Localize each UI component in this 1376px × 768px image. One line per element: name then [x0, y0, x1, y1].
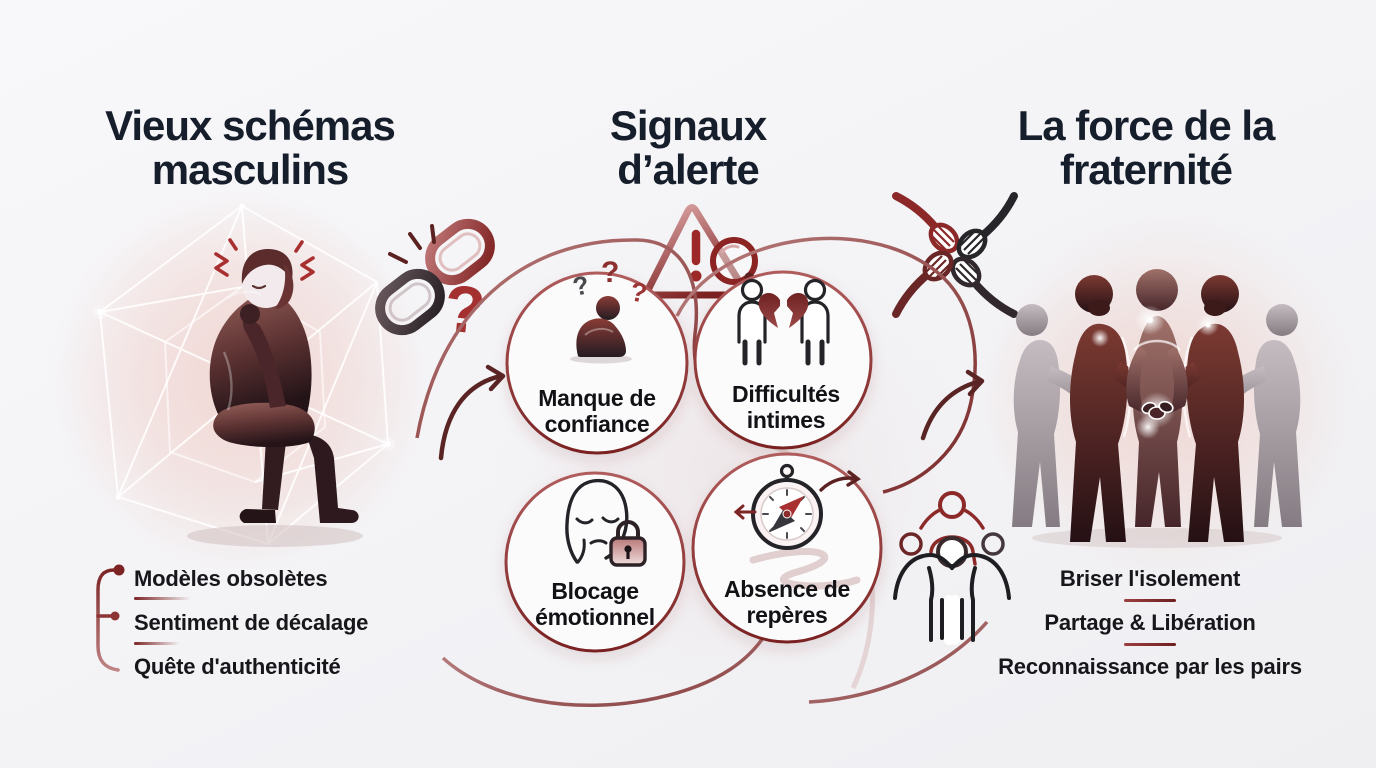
chain-link-bottom — [375, 268, 445, 336]
glow-sparkles — [1091, 305, 1219, 439]
stress-marks-icon — [214, 238, 315, 281]
crack-marks — [388, 224, 436, 264]
left-item-underline — [134, 597, 191, 600]
right-item-separator — [1124, 643, 1176, 646]
exclamation-dot — [690, 270, 702, 282]
couple-broken-heart-icon — [737, 278, 830, 366]
hand-3 — [950, 256, 1018, 318]
circle-label-absence-de-reperes: Absence de repères — [723, 576, 851, 628]
right-list-item-2: Partage & Libération — [1044, 610, 1256, 635]
sparkle-dots — [93, 203, 395, 500]
circle-blocage-emotionnel — [504, 471, 686, 653]
circle-label-blocage-emotionnel: Blocage émotionnel — [535, 578, 655, 630]
left-list-item-1: Modèles obsolètes — [134, 566, 328, 591]
bullet-dot — [113, 564, 125, 576]
unity-hands-icon — [892, 192, 1018, 318]
compass-lost-icon — [733, 463, 862, 590]
anxious-person-icon: ? ? ? — [570, 256, 649, 364]
thinking-man-illustration — [67, 200, 423, 564]
locked-face-icon — [565, 478, 647, 567]
left-list-item-3: Quête d'authenticité — [134, 654, 341, 679]
arrow-left-to-center-icon — [438, 364, 506, 461]
man-center — [1126, 269, 1188, 527]
hand-1 — [892, 192, 960, 254]
chain-link-top — [425, 218, 495, 286]
right-column-title: La force de la fraternité — [1017, 102, 1276, 194]
hand-2 — [956, 192, 1018, 260]
warning-circles-cluster: ? ? ? — [415, 236, 989, 707]
circle-label-manque-de-confiance: Manque de confiance — [538, 385, 656, 437]
right-list-item-1: Briser l'isolement — [1059, 566, 1241, 591]
left-list-item-2: Sentiment de décalage — [134, 610, 369, 635]
bullet-dot — [110, 611, 120, 621]
support-group-icon — [893, 491, 1011, 645]
right-list-item-3: Reconnaissance par les pairs — [998, 654, 1302, 679]
left-list-bracket — [96, 564, 125, 672]
arrow-center-to-right-icon — [920, 369, 985, 441]
circle-label-difficultes-intimes: Difficultés intimes — [732, 381, 840, 433]
svg-text:?: ? — [570, 269, 592, 302]
svg-text:?: ? — [628, 276, 649, 308]
left-column-title: Vieux schémas masculins — [105, 102, 396, 194]
fraternity-group-illustration — [982, 250, 1332, 554]
svg-text:?: ? — [601, 256, 619, 289]
broken-chain-question-icon: ? — [375, 218, 495, 348]
hand-4 — [892, 250, 954, 318]
center-column-title: Signaux d’alerte — [609, 102, 767, 194]
right-item-separator — [1124, 599, 1176, 602]
thinker-figure — [209, 249, 359, 523]
left-item-underline — [134, 642, 180, 645]
question-mark-glyph: ? — [440, 270, 488, 348]
